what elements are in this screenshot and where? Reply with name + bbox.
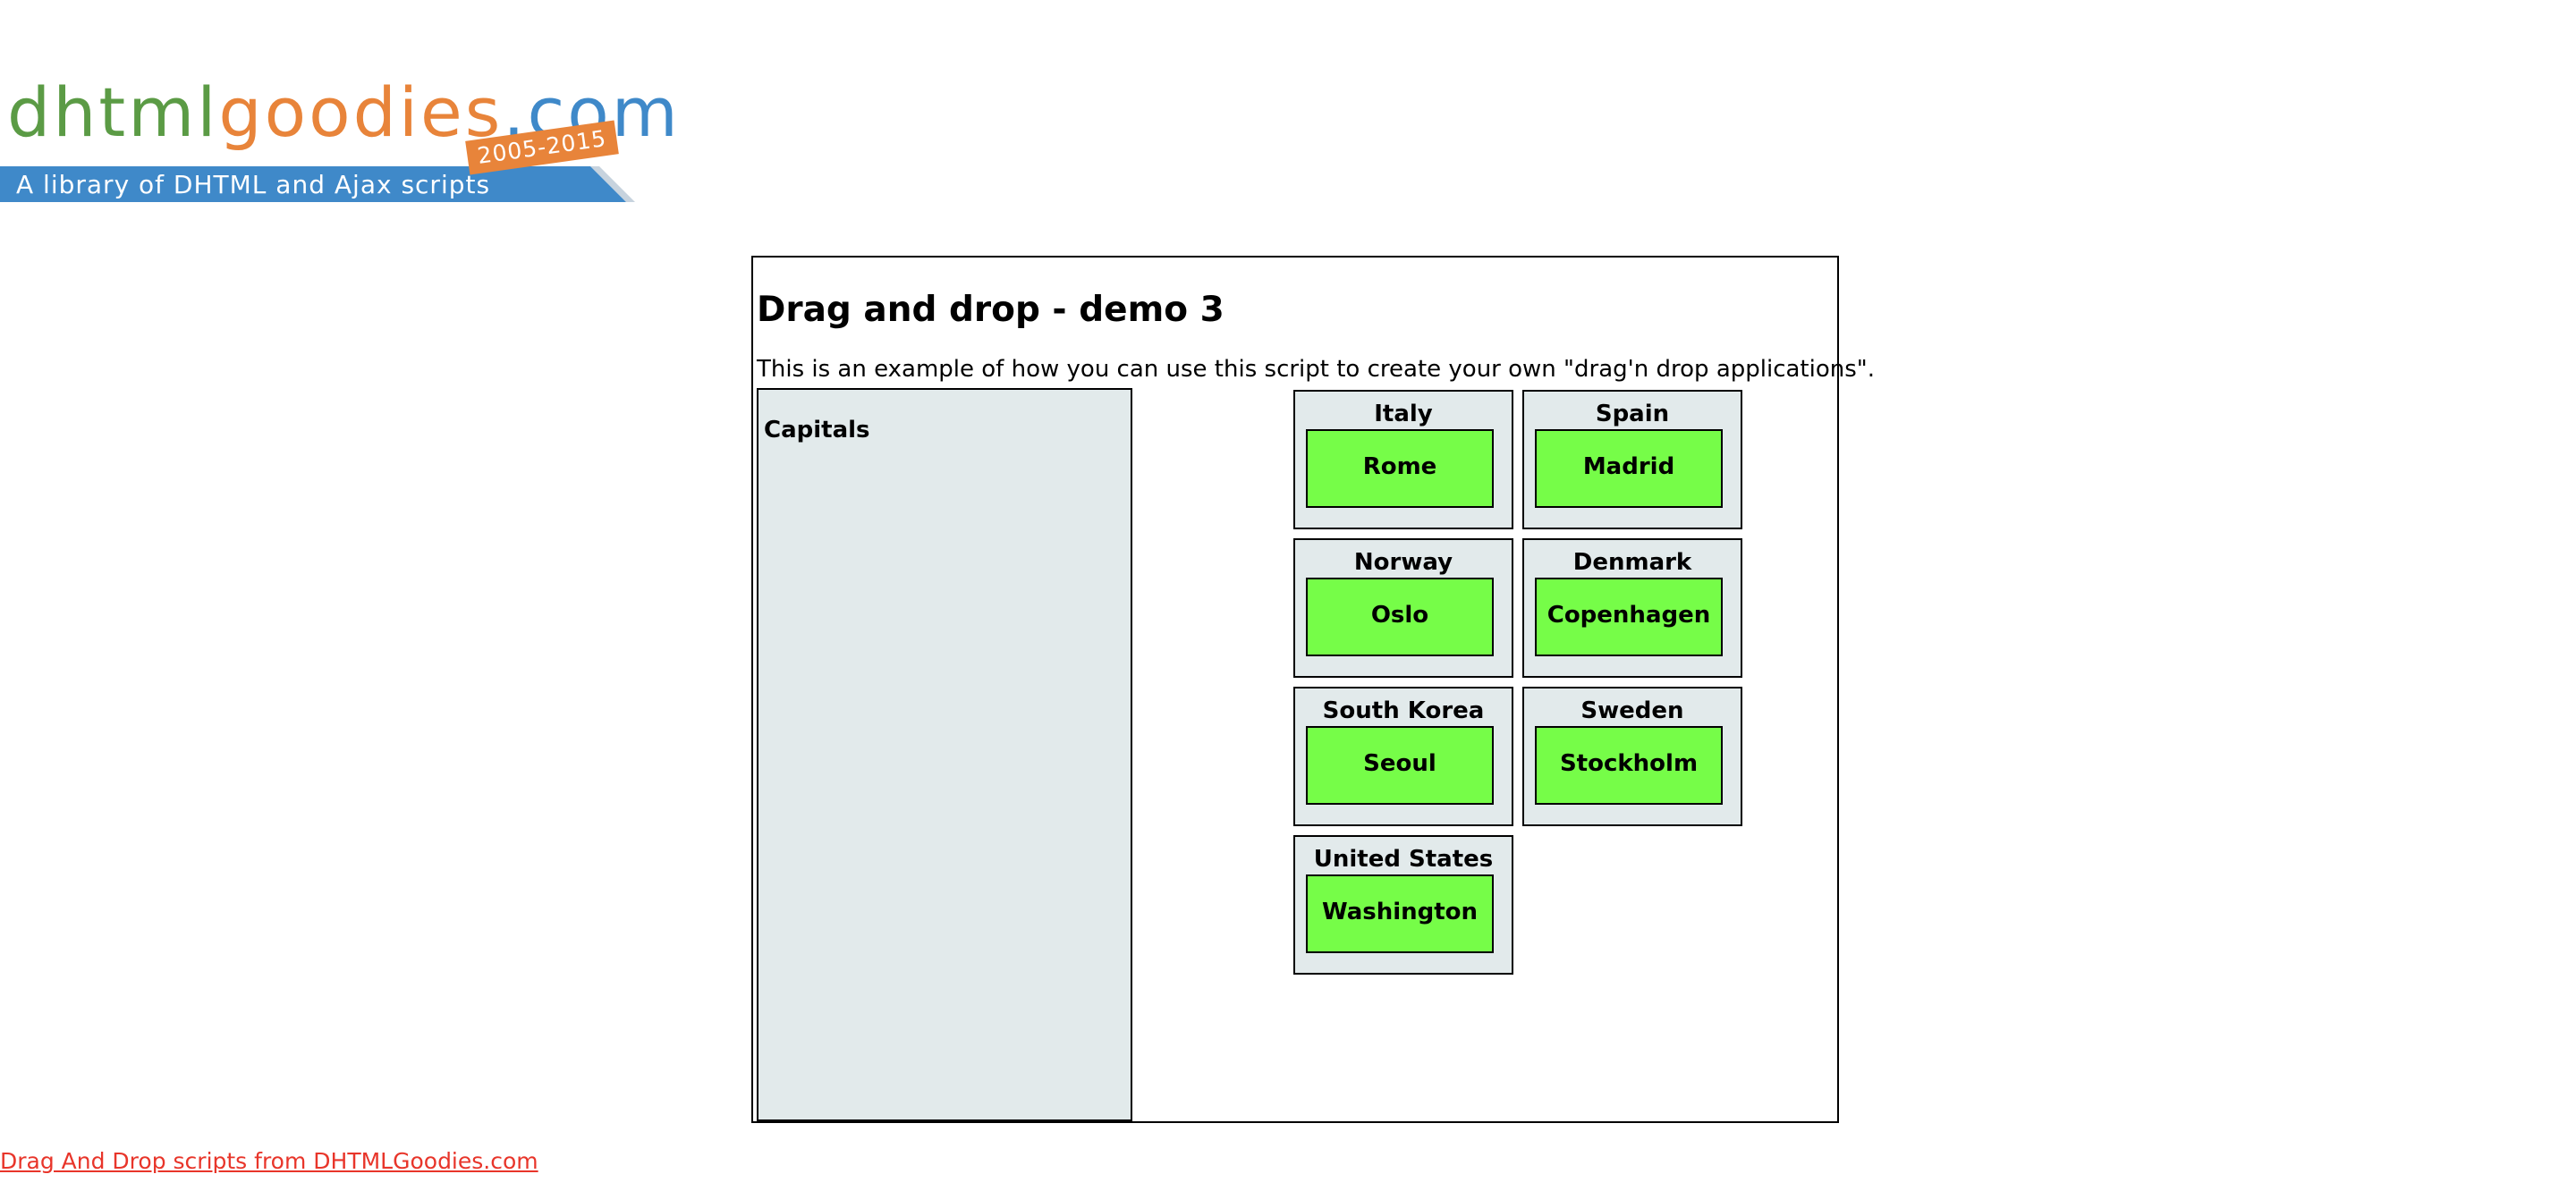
logo-tagline: A library of DHTML and Ajax scripts xyxy=(16,170,491,199)
capitals-drop-zone[interactable]: Capitals xyxy=(757,388,1132,1121)
logo-wordmark-dhtml: dhtml xyxy=(7,72,219,152)
footer-link[interactable]: Drag And Drop scripts from DHTMLGoodies.… xyxy=(0,1148,538,1174)
country-drop-zone-norway[interactable]: Norway Oslo xyxy=(1293,538,1513,678)
capital-tile-oslo[interactable]: Oslo xyxy=(1306,578,1494,656)
country-name: United States xyxy=(1313,846,1494,873)
demo-container: Drag and drop - demo 3 This is an exampl… xyxy=(751,256,1875,1123)
capital-tile-rome[interactable]: Rome xyxy=(1306,429,1494,508)
country-drop-zone-italy[interactable]: Italy Rome xyxy=(1293,390,1513,529)
page-title: Drag and drop - demo 3 xyxy=(757,290,1224,330)
country-drop-zone-denmark[interactable]: Denmark Copenhagen xyxy=(1522,538,1742,678)
logo-banner xyxy=(0,166,626,202)
page-intro: This is an example of how you can use th… xyxy=(757,356,1876,383)
capital-tile-seoul[interactable]: Seoul xyxy=(1306,726,1494,805)
country-drop-zone-sweden[interactable]: Sweden Stockholm xyxy=(1522,687,1742,826)
capital-tile-washington[interactable]: Washington xyxy=(1306,874,1494,953)
country-name: Spain xyxy=(1595,401,1670,427)
country-drop-zone-united-states[interactable]: United States Washington xyxy=(1293,835,1513,975)
country-name: Norway xyxy=(1353,549,1453,576)
logo-wordmark-goodies: goodies xyxy=(218,72,504,152)
logo-wordmark: dhtmlgoodies.com xyxy=(7,79,681,147)
country-drop-zone-spain[interactable]: Spain Madrid xyxy=(1522,390,1742,529)
country-drop-zone-south-korea[interactable]: South Korea Seoul xyxy=(1293,687,1513,826)
site-logo[interactable]: dhtmlgoodies.com A library of DHTML and … xyxy=(0,68,678,211)
country-name: Denmark xyxy=(1572,549,1692,576)
country-name: Sweden xyxy=(1580,697,1684,724)
capital-tile-madrid[interactable]: Madrid xyxy=(1535,429,1723,508)
country-name: South Korea xyxy=(1322,697,1485,724)
capital-tile-stockholm[interactable]: Stockholm xyxy=(1535,726,1723,805)
country-name: Italy xyxy=(1374,401,1433,427)
capitals-label: Capitals xyxy=(764,417,870,443)
capital-tile-copenhagen[interactable]: Copenhagen xyxy=(1535,578,1723,656)
